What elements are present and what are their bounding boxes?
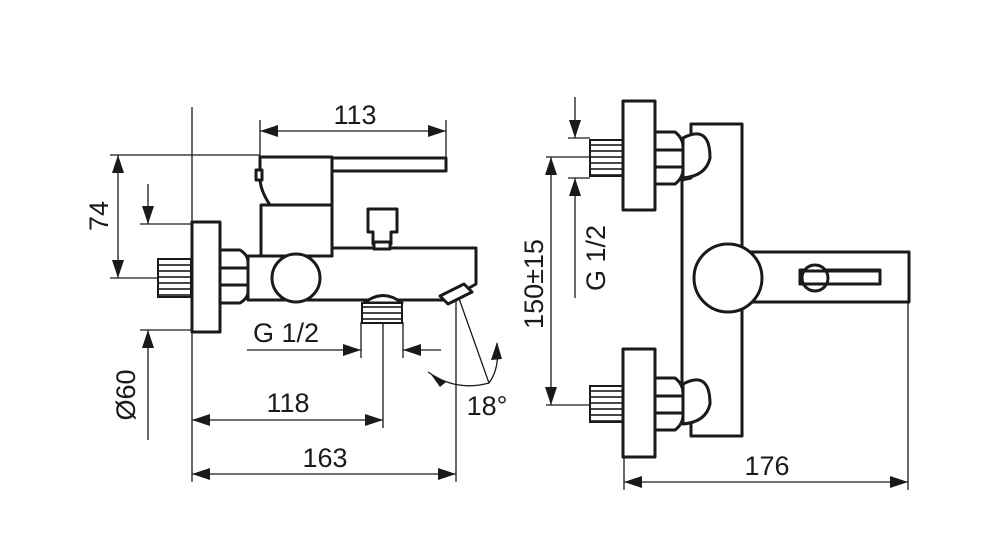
lever-handle [258,155,334,207]
flange-lower [621,347,657,459]
diverter-knob [366,207,399,246]
dim-center-distance: 150±15 [519,239,549,329]
hex-nut [218,248,250,305]
shower-outlet-thread [361,302,403,324]
lever-rod [330,156,448,173]
dim-total-length: 163 [302,443,347,473]
dim-spout-angle: 18° [467,391,508,421]
dim-thread-right: G 1/2 [581,225,611,291]
wall-flange [190,220,222,334]
dim-height-74: 74 [84,201,114,231]
mixer-knob-circle [270,252,322,304]
front-view: 150±15 G 1/2 176 [519,97,911,490]
inlet-thread-left [157,258,192,298]
cartridge [259,203,334,258]
thread-upper [589,139,624,177]
front-knob [692,242,764,314]
thread-lower [589,385,624,423]
dim-handle-length: 113 [333,100,376,130]
flange-upper [621,99,657,212]
dim-flange-diameter: Ø60 [111,369,141,420]
dim-total-width: 176 [744,451,789,481]
dim-thread-left: G 1/2 [253,318,319,348]
dim-spout-offset: 118 [266,388,309,418]
side-view: 113 74 Ø60 G 1/2 18° 118 163 [84,100,507,482]
